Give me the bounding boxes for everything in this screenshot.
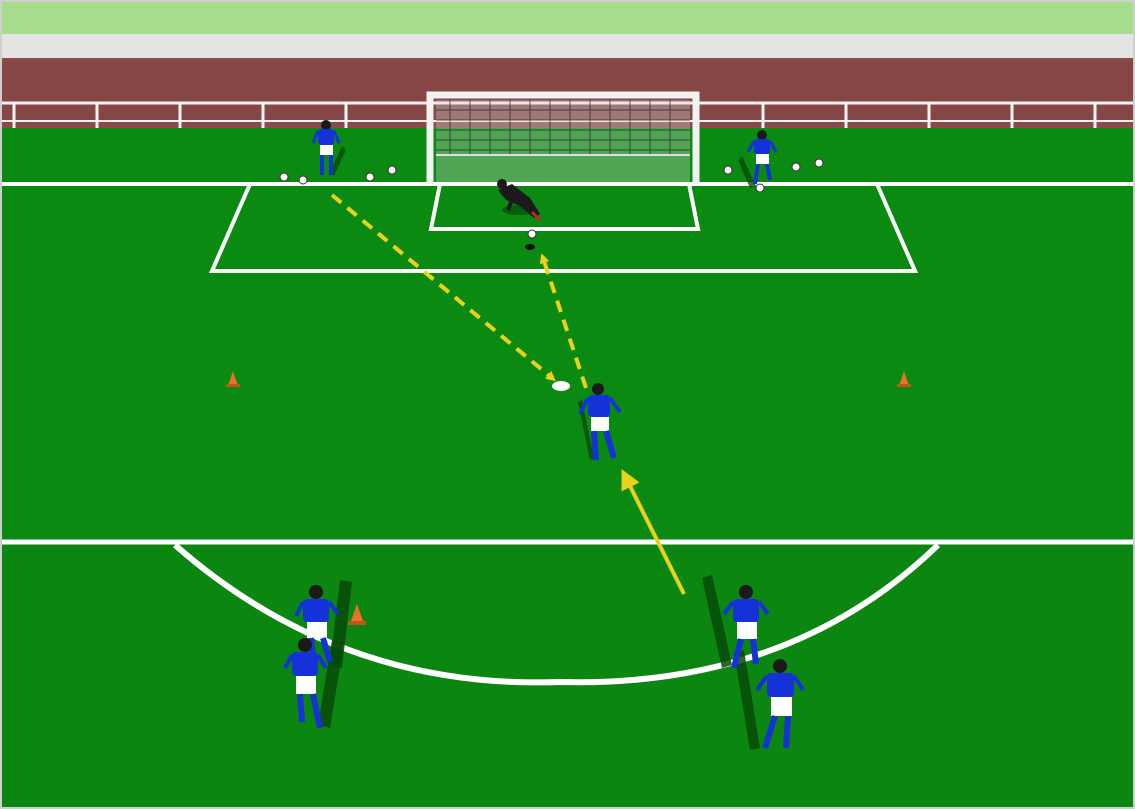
sky-band xyxy=(0,0,1135,34)
wall-band xyxy=(0,34,1135,58)
goal-with-net xyxy=(430,95,696,184)
pitch-grass-lower xyxy=(0,545,1135,809)
receiving-spot-marker xyxy=(552,381,570,391)
